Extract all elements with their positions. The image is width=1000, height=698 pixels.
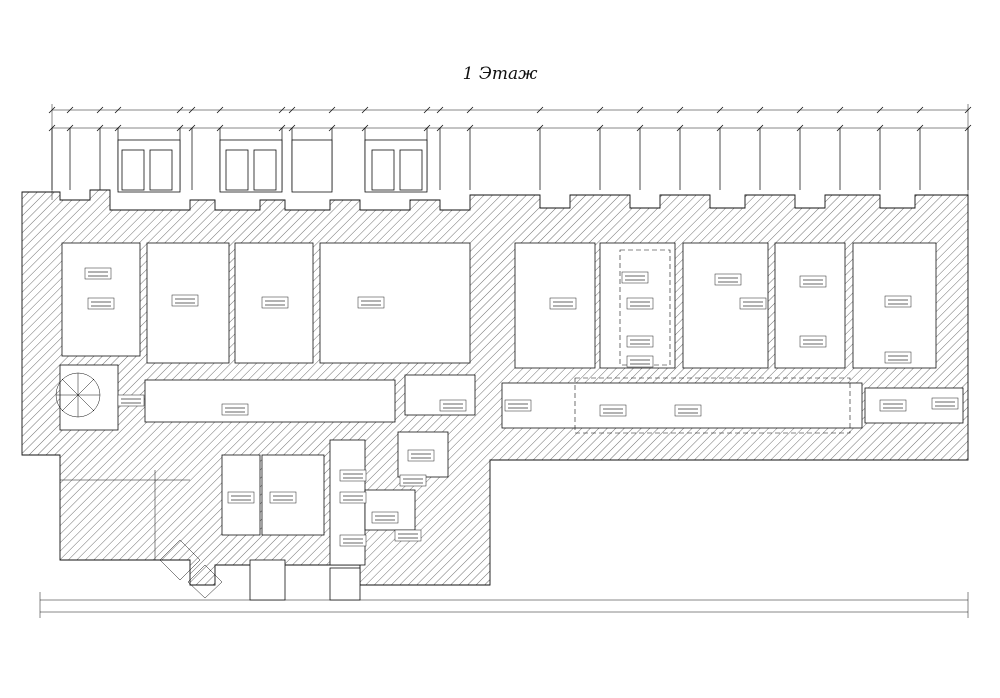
room-label-box (261, 296, 289, 309)
room-label-box (884, 351, 912, 364)
room-label-box (339, 534, 367, 547)
dimension-tick (96, 106, 104, 114)
dimension-tick (423, 106, 431, 114)
dimension-tick (176, 106, 184, 114)
room-label-box (339, 491, 367, 504)
room-label-box (799, 275, 827, 288)
dimension-tick (48, 106, 56, 114)
dimension-tick (66, 106, 74, 114)
room-label-box (269, 491, 297, 504)
entrance-symbol (159, 539, 223, 599)
room-label-box (621, 271, 649, 284)
dimension-tick (436, 106, 444, 114)
dimension-tick (676, 106, 684, 114)
room-label-box (931, 397, 959, 410)
dimension-tick (756, 106, 764, 114)
dimension-tick (716, 106, 724, 114)
room-label-box (171, 294, 199, 307)
room-label-box (221, 403, 249, 416)
dimension-tick (596, 106, 604, 114)
dimension-tick (328, 106, 336, 114)
room-label-box (87, 297, 115, 310)
dimension-tick (466, 106, 474, 114)
room-label-box (357, 296, 385, 309)
room-label-box (504, 399, 532, 412)
room-label-box (117, 394, 145, 407)
room-label-box (407, 449, 435, 462)
dimension-tick (114, 106, 122, 114)
floor-title: 1 Этаж (462, 64, 538, 84)
room-label-box (394, 529, 422, 542)
room-labels (84, 267, 959, 547)
room-label-box (84, 267, 112, 280)
room-label-box (884, 295, 912, 308)
dimension-tick (536, 106, 544, 114)
dimension-tick (796, 106, 804, 114)
facade-bays (117, 139, 428, 193)
room-label-box (879, 399, 907, 412)
room-label-box (674, 404, 702, 417)
room-label-box (799, 335, 827, 348)
dimension-tick (188, 106, 196, 114)
room-label-box (739, 297, 767, 310)
top-dimension-ticks (48, 106, 972, 190)
dimension-tick (636, 106, 644, 114)
spiral-staircase (55, 372, 101, 418)
dimension-tick (836, 106, 844, 114)
room-label-box (626, 297, 654, 310)
room-label-box (714, 273, 742, 286)
room-label-box (339, 469, 367, 482)
dimension-tick (876, 106, 884, 114)
dimension-tick (361, 106, 369, 114)
room-label-box (371, 511, 399, 524)
dimension-tick (916, 106, 924, 114)
dimension-tick (288, 106, 296, 114)
room-label-box (227, 491, 255, 504)
room-label-box (626, 355, 654, 368)
dimension-tick (216, 106, 224, 114)
room-label-box (549, 297, 577, 310)
rooms-left-block (59, 242, 476, 431)
dimension-tick (964, 106, 972, 114)
room-label-box (599, 404, 627, 417)
rooms-bottom-block (221, 431, 449, 601)
dimension-tick (278, 106, 286, 114)
room-label-box (439, 399, 467, 412)
room-label-box (399, 474, 427, 487)
room-label-box (626, 335, 654, 348)
